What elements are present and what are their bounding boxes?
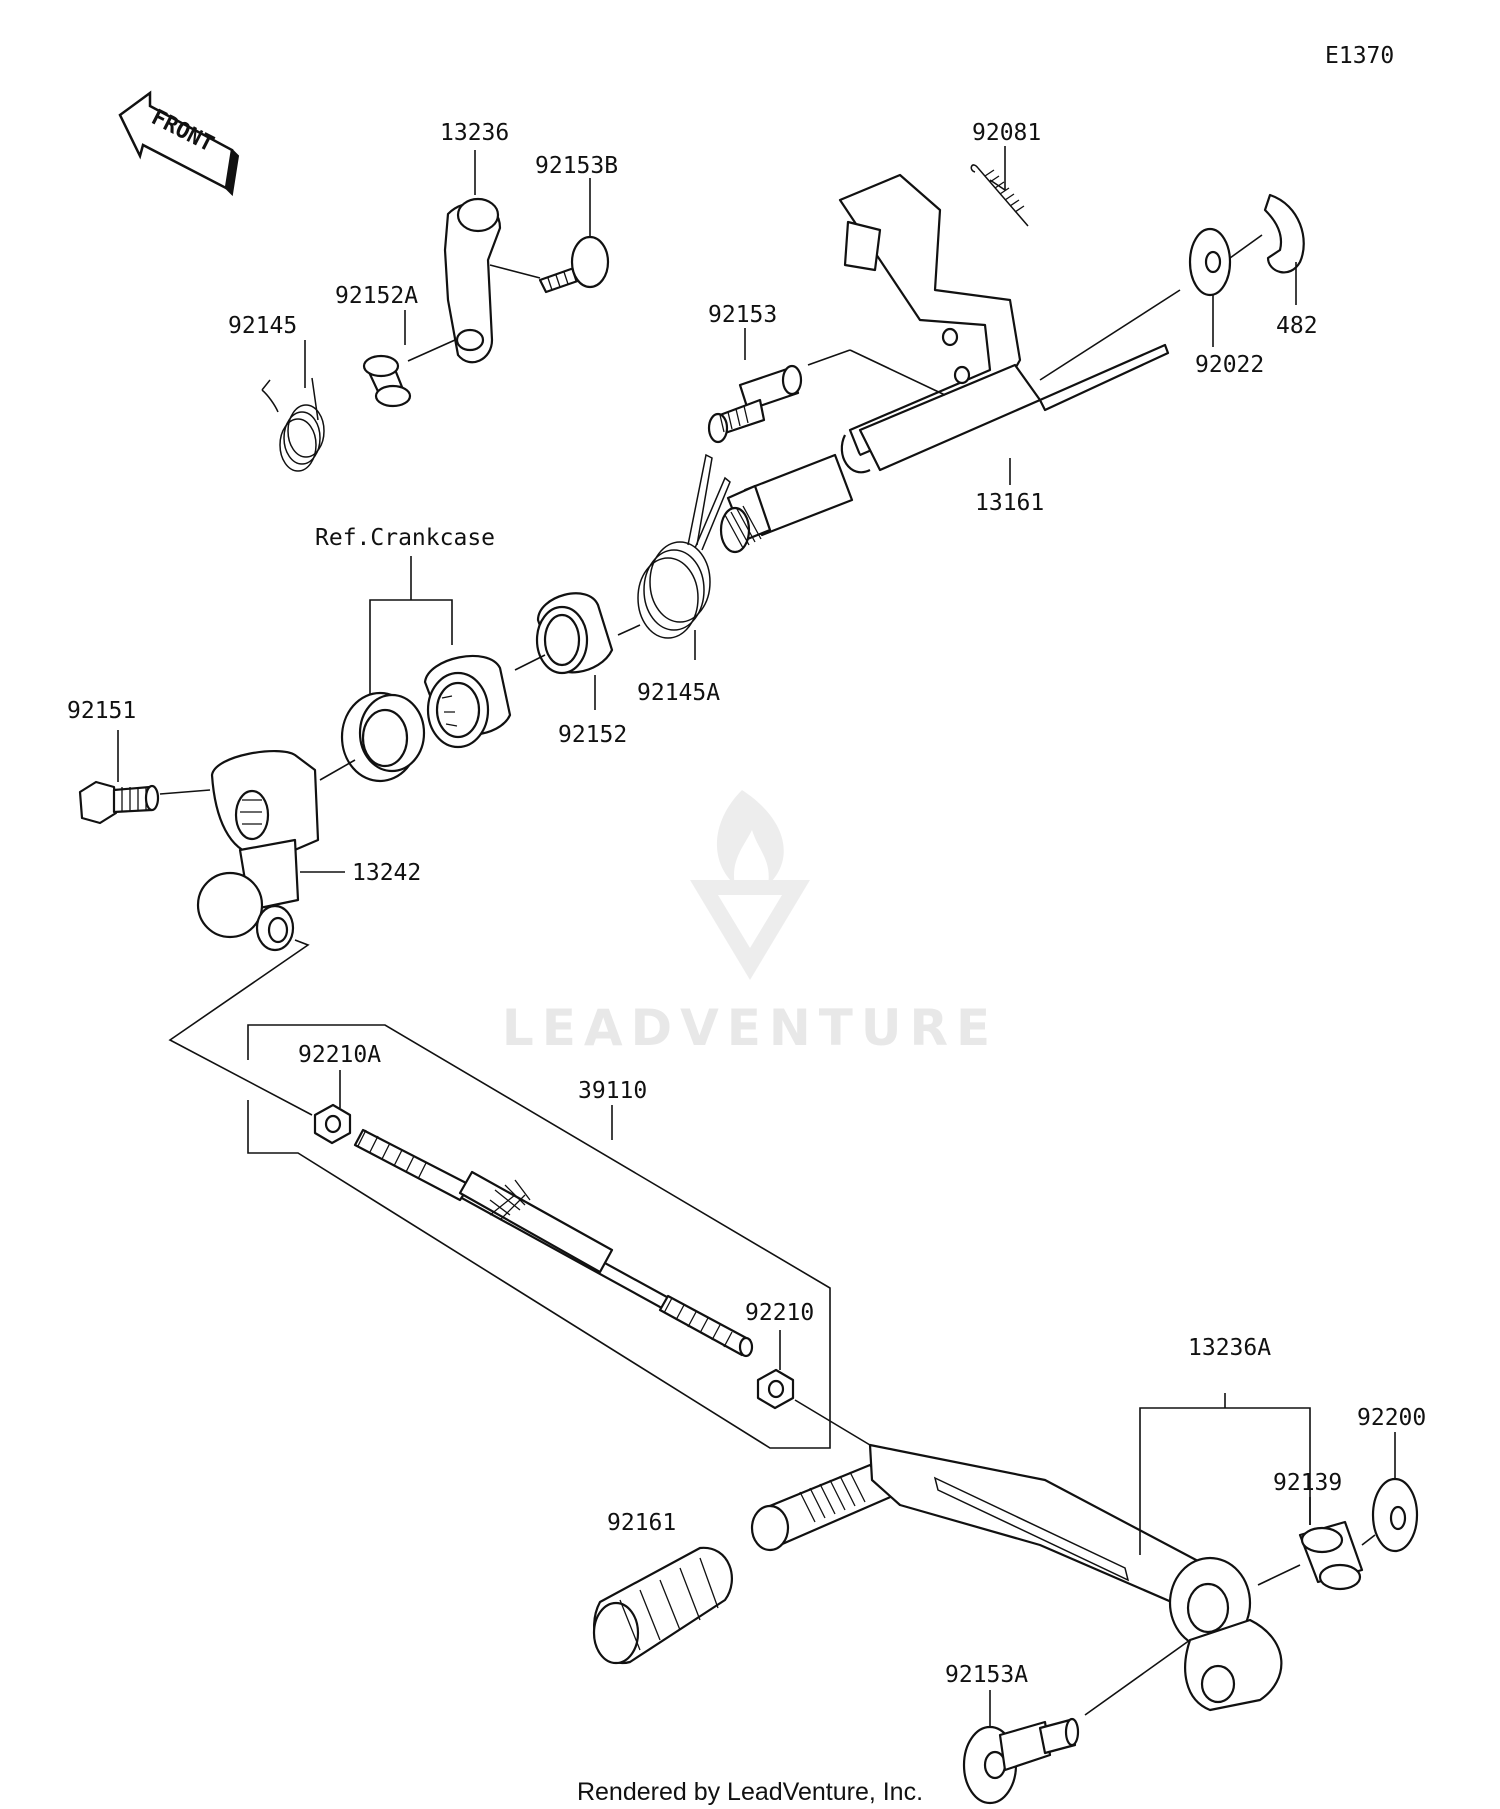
label-92145: 92145 — [228, 313, 297, 339]
part-39110-tie-rod — [353, 1128, 754, 1358]
label-92153: 92153 — [708, 302, 777, 328]
part-92210-nut — [756, 1368, 795, 1410]
front-arrow-icon: FRONT — [118, 90, 240, 197]
part-92152A-collar — [362, 354, 412, 408]
part-482-circlip — [1263, 193, 1305, 274]
part-92153B-bolt — [538, 235, 610, 294]
label-13236A: 13236A — [1188, 1335, 1271, 1361]
part-92200-washer — [1371, 1477, 1419, 1553]
part-92153-pin — [707, 364, 803, 444]
label-92161: 92161 — [607, 1510, 676, 1536]
label-92153B: 92153B — [535, 153, 618, 179]
part-92210A-nut — [313, 1103, 352, 1145]
label-92022: 92022 — [1195, 352, 1264, 378]
diagram-code: E1370 — [1325, 43, 1394, 69]
label-39110: 39110 — [578, 1078, 647, 1104]
label-92153A: 92153A — [945, 1662, 1028, 1688]
label-ref-crankcase: Ref.Crankcase — [315, 525, 495, 551]
label-92152: 92152 — [558, 722, 627, 748]
part-92081-spring — [970, 164, 1029, 227]
label-92200: 92200 — [1357, 1405, 1426, 1431]
part-crankcase-bearing — [423, 654, 512, 749]
part-13161-shift-shaft — [719, 173, 1170, 554]
bracket-39110 — [247, 1024, 831, 1449]
label-92152A: 92152A — [335, 283, 418, 309]
part-crankcase-oil-seal — [340, 691, 426, 783]
leadventure-watermark: LEADVENTURE — [502, 790, 998, 1057]
watermark-text: LEADVENTURE — [502, 999, 998, 1057]
part-13236-arm — [443, 197, 502, 364]
label-92151: 92151 — [67, 698, 136, 724]
part-13242-lever — [196, 749, 320, 952]
label-92145A: 92145A — [637, 680, 720, 706]
part-92022-washer — [1188, 227, 1232, 297]
label-92139: 92139 — [1273, 1470, 1342, 1496]
part-92139-collar — [1298, 1520, 1364, 1591]
footer-credit: Rendered by LeadVenture, Inc. — [577, 1778, 923, 1806]
label-92210A: 92210A — [298, 1042, 381, 1068]
part-92145A-spring — [637, 453, 731, 639]
part-13236A-shift-pedal — [750, 1443, 1283, 1712]
part-92151-bolt — [78, 780, 160, 825]
label-13242: 13242 — [352, 860, 421, 886]
label-13161: 13161 — [975, 490, 1044, 516]
part-92153A-bolt — [962, 1717, 1080, 1805]
part-92152-collar — [535, 592, 614, 675]
part-92161-pedal-rubber — [592, 1546, 733, 1665]
label-482: 482 — [1276, 313, 1318, 339]
label-92210: 92210 — [745, 1300, 814, 1326]
label-92081: 92081 — [972, 120, 1041, 146]
label-13236: 13236 — [440, 120, 509, 146]
part-92145-spring — [261, 377, 325, 472]
